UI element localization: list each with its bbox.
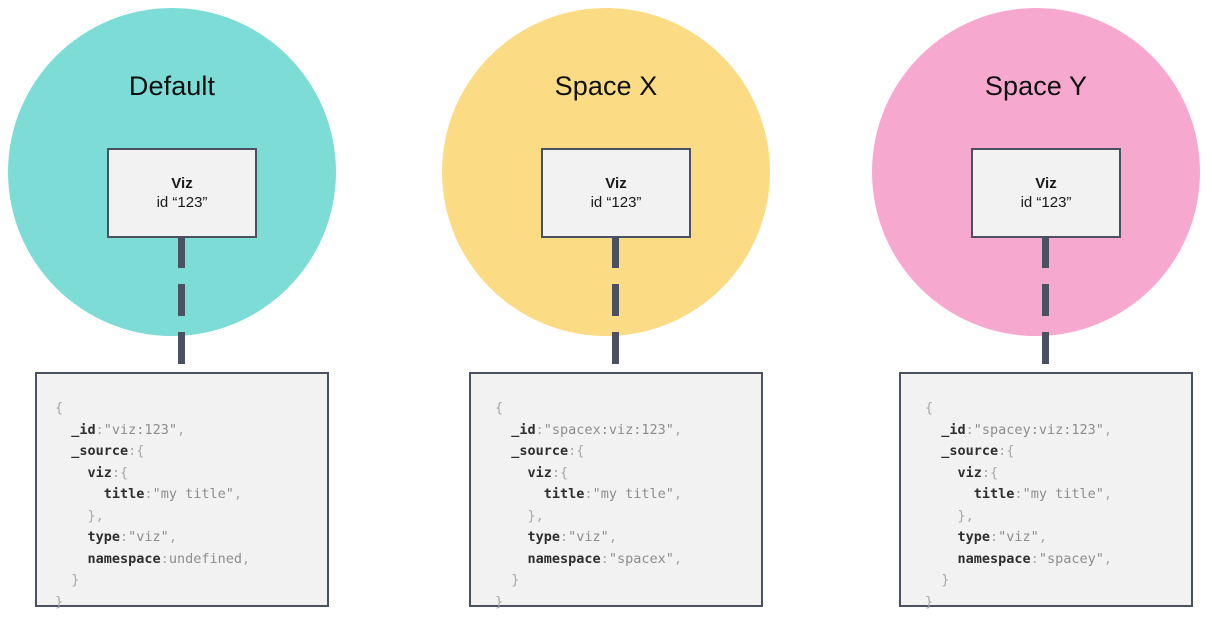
viz-type-label: Viz bbox=[1035, 175, 1057, 192]
viz-object-box: Viz id “123” bbox=[971, 148, 1121, 238]
space-title: Space Y bbox=[984, 71, 1088, 101]
space-column-spacex: Space X Viz id “123” { _id:"spacex:viz:1… bbox=[434, 0, 844, 622]
document-code: { _id:"spacex:viz:123", _source:{ viz:{ … bbox=[495, 400, 682, 610]
viz-object-box: Viz id “123” bbox=[541, 148, 691, 238]
viz-id-label: id “123” bbox=[156, 194, 208, 211]
viz-id-label: id “123” bbox=[590, 194, 642, 211]
dashed-connector-icon bbox=[1042, 238, 1049, 372]
space-title: Space X bbox=[554, 71, 658, 101]
viz-id-label: id “123” bbox=[1020, 194, 1072, 211]
document-code-box: { _id:"spacey:viz:123", _source:{ viz:{ … bbox=[899, 372, 1193, 610]
document-code-box: { _id:"spacex:viz:123", _source:{ viz:{ … bbox=[469, 372, 763, 610]
document-code: { _id:"viz:123", _source:{ viz:{ title:"… bbox=[55, 400, 251, 610]
document-code: { _id:"spacey:viz:123", _source:{ viz:{ … bbox=[925, 400, 1112, 610]
dashed-connector-icon bbox=[612, 238, 619, 372]
space-column-spacey: Space Y Viz id “123” { _id:"spacey:viz:1… bbox=[864, 0, 1228, 622]
viz-type-label: Viz bbox=[171, 175, 193, 192]
document-code-box: { _id:"viz:123", _source:{ viz:{ title:"… bbox=[35, 372, 329, 610]
viz-object-box: Viz id “123” bbox=[107, 148, 257, 238]
dashed-connector-icon bbox=[178, 238, 185, 372]
space-column-default: Default Viz id “123” { _id:"viz:123", _s… bbox=[0, 0, 410, 622]
space-title: Default bbox=[128, 71, 216, 101]
viz-type-label: Viz bbox=[605, 175, 627, 192]
